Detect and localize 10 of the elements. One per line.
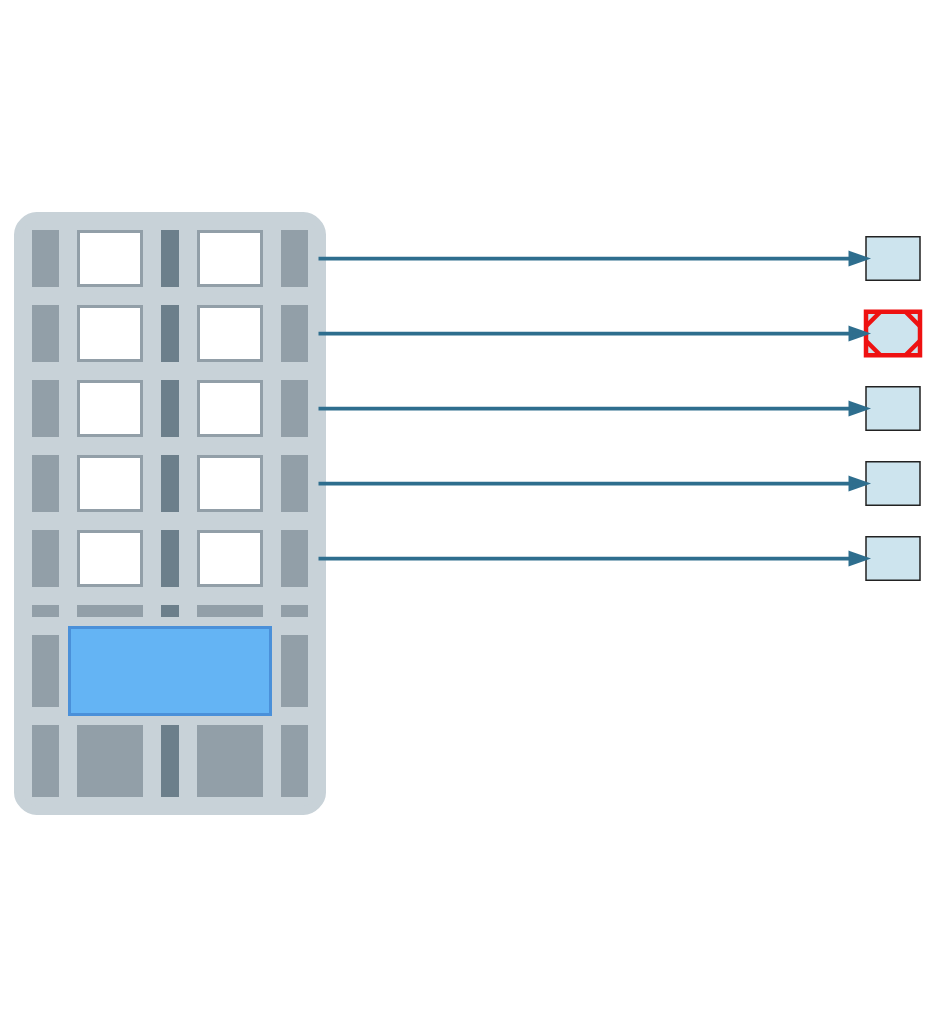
node-box <box>865 235 921 281</box>
arrow <box>318 550 872 566</box>
node-box <box>865 385 921 431</box>
node-slider <box>14 211 326 815</box>
arrow <box>318 325 872 341</box>
arrow <box>318 400 872 416</box>
node-box <box>865 535 921 581</box>
arrow <box>318 250 872 266</box>
arrow <box>318 475 872 491</box>
node-box <box>865 460 921 506</box>
